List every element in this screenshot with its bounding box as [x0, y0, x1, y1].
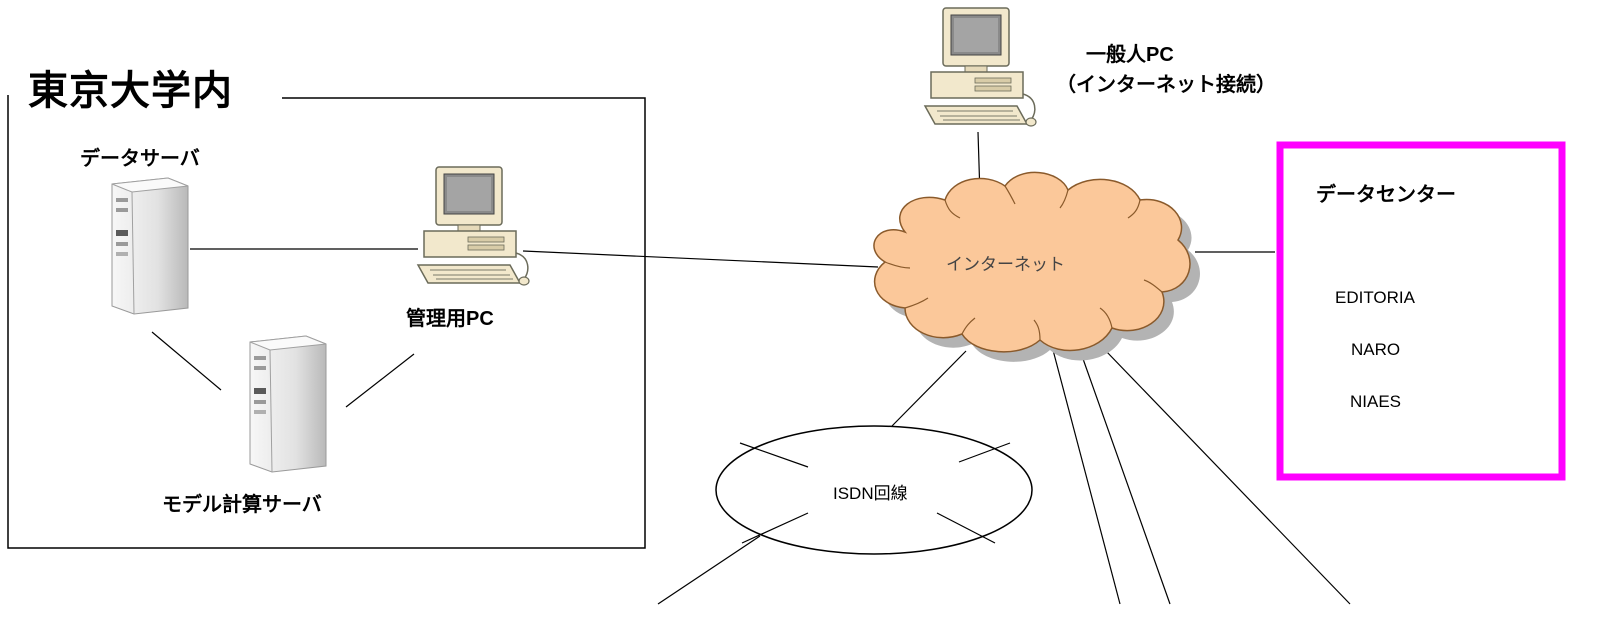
link-modelserver-admin	[345, 353, 415, 408]
isdn-label: ISDN回線	[833, 484, 908, 503]
link-offpage-3	[1104, 349, 1351, 605]
university-boundary	[7, 95, 646, 549]
link-offpage-2	[1081, 355, 1171, 605]
link-offpage-isdn	[657, 535, 761, 605]
university-title: 東京大学内	[28, 69, 233, 113]
admin-pc-icon	[417, 166, 530, 286]
data-server-label: データサーバ	[80, 148, 200, 170]
public-pc-sublabel: （インターネット接続）	[1056, 74, 1276, 96]
link-internet-isdn	[891, 350, 967, 427]
model-server-icon	[249, 335, 327, 473]
link-offpage-1	[1052, 349, 1121, 605]
internet-label: インターネット	[946, 255, 1065, 274]
admin-pc-label: 管理用PC	[406, 308, 494, 330]
public-pc-label: 一般人PC	[1086, 44, 1174, 66]
model-server-label: モデル計算サーバ	[162, 494, 322, 516]
isdn-ellipse	[715, 425, 1033, 555]
data-server-icon	[111, 177, 189, 315]
public-pc-icon	[924, 7, 1037, 127]
data-center-item: EDITORIA	[1335, 288, 1415, 307]
data-center-item: NIAES	[1350, 392, 1402, 411]
link-admin-internet	[522, 250, 879, 268]
data-center-box	[1276, 141, 1566, 481]
data-center-title: データセンター	[1316, 184, 1456, 206]
link-dataserver-modelserver	[151, 331, 222, 391]
cloud-icon	[873, 171, 1200, 362]
data-center-item: NARO	[1351, 340, 1401, 359]
